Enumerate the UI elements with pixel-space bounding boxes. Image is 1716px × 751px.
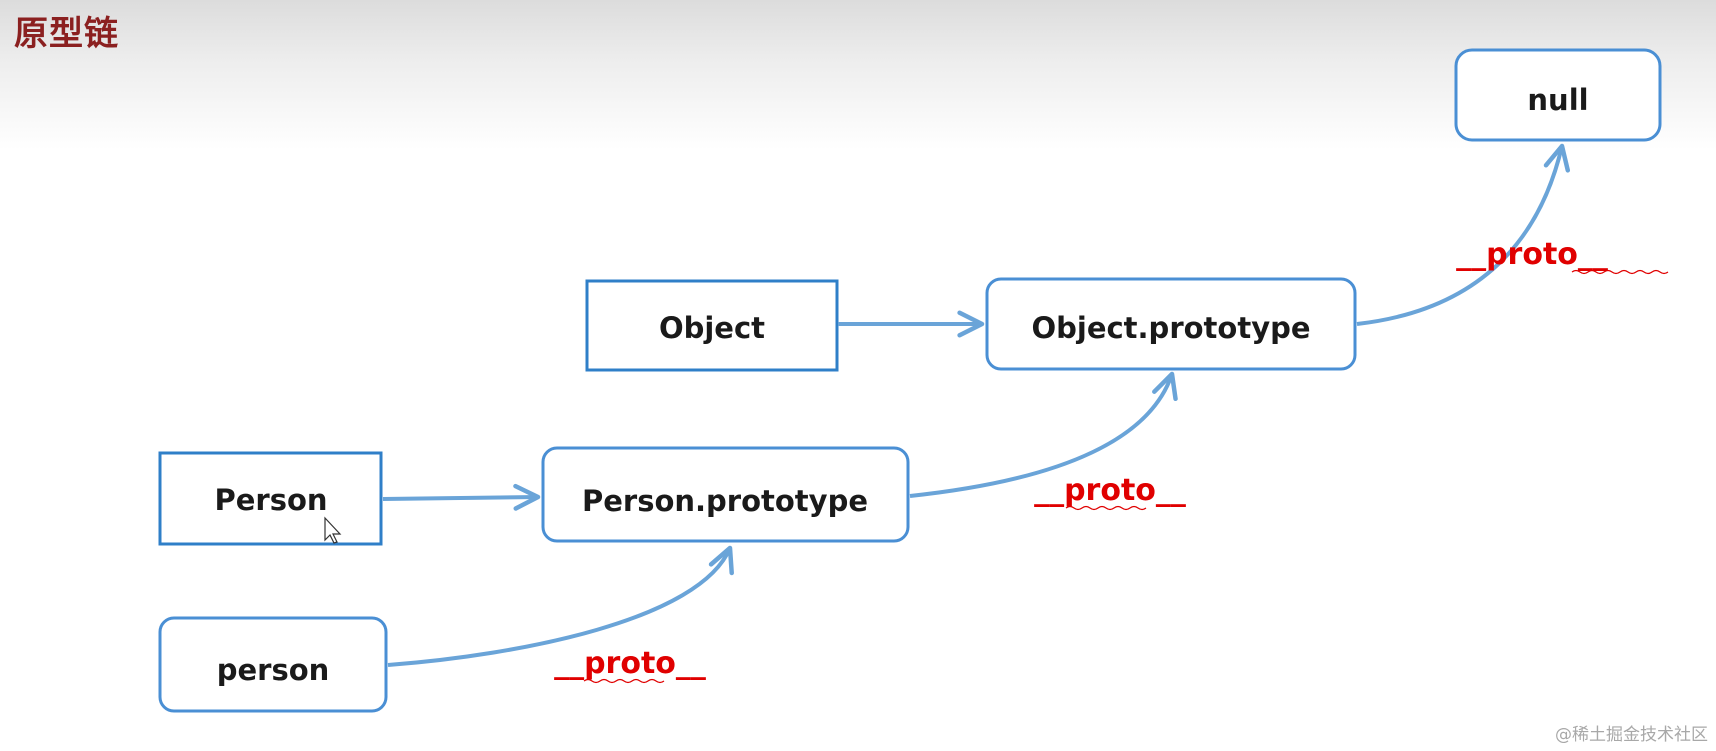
node-person-prototype: Person.prototype: [541, 446, 910, 543]
arrow-person-prototype-proto: [909, 371, 1178, 498]
proto-label-to-null: __proto__: [1456, 237, 1669, 275]
node-null-label: null: [1527, 83, 1588, 117]
arrow-person-to-person-prototype: [382, 483, 541, 511]
svg-text:__proto__: __proto__: [554, 646, 706, 681]
node-object-label: Object: [659, 311, 765, 345]
mouse-cursor-icon: [324, 516, 342, 544]
node-person-instance-label: person: [217, 653, 330, 687]
proto-label-to-person-prototype: __proto__: [554, 646, 706, 684]
node-person-ctor: Person: [158, 451, 383, 546]
node-object: Object: [585, 279, 839, 372]
node-object-prototype-label: Object.prototype: [1031, 311, 1310, 345]
svg-text:__proto__: __proto__: [1034, 473, 1186, 508]
arrow-person-instance-proto: [387, 545, 734, 667]
node-person-ctor-label: Person: [214, 483, 327, 517]
node-person-prototype-label: Person.prototype: [582, 484, 868, 518]
header-band: [0, 0, 1716, 150]
node-null: null: [1454, 48, 1662, 142]
arrow-object-prototype-proto: [1356, 143, 1571, 326]
node-person-instance: person: [158, 616, 388, 713]
slide-title: 原型链: [14, 14, 119, 54]
watermark: @稀土掘金技术社区: [1555, 725, 1708, 745]
node-object-prototype: Object.prototype: [985, 277, 1357, 371]
proto-label-to-object-prototype: __proto__: [1034, 473, 1186, 511]
svg-text:__proto__: __proto__: [1456, 237, 1608, 272]
